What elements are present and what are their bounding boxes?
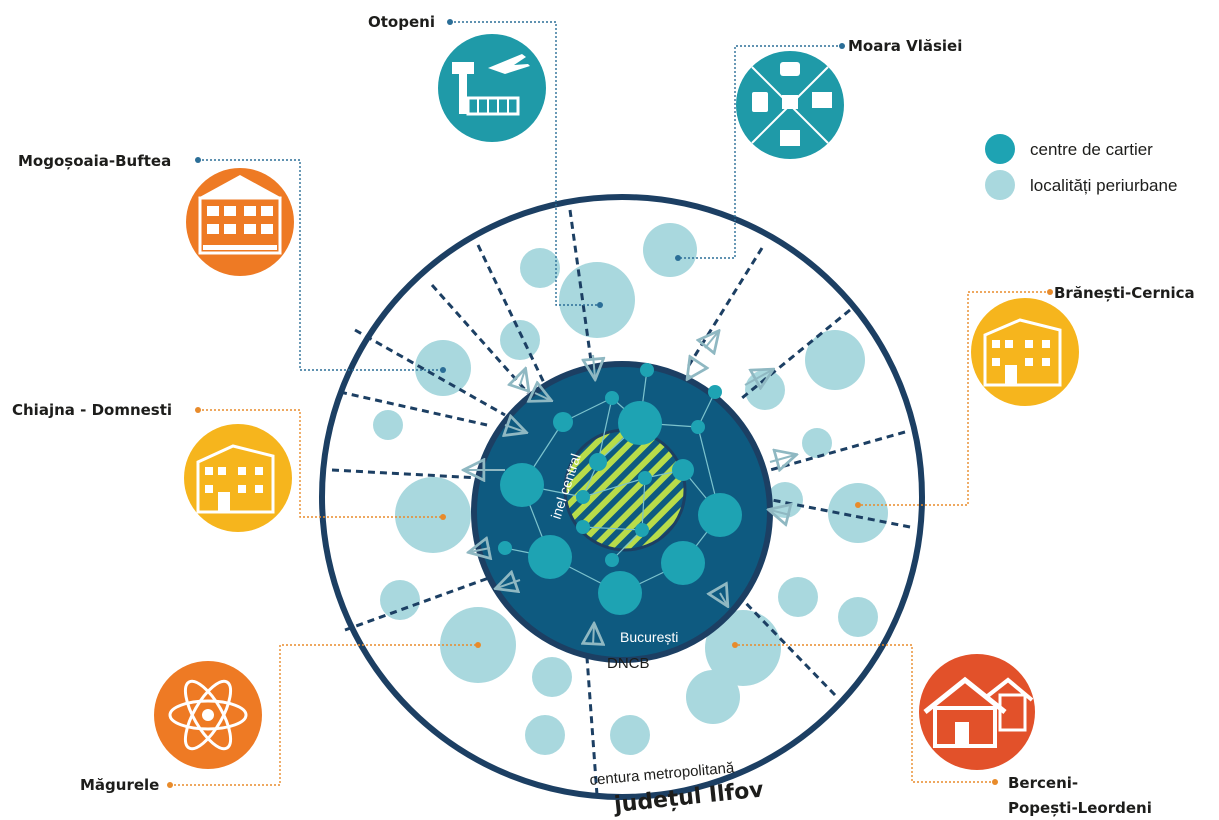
center-dot: [598, 571, 642, 615]
label-otopeni: Otopeni: [368, 13, 435, 31]
periurban-dot: [532, 657, 572, 697]
atom-icon: [154, 661, 262, 769]
connector-dot: [440, 367, 446, 373]
flow-arrows: [465, 332, 795, 645]
center-dot: [500, 463, 544, 507]
periurban-dot: [610, 715, 650, 755]
center-dot: [498, 541, 512, 555]
palace-building-icon: [186, 168, 294, 276]
periurban-dot: [520, 248, 560, 288]
legend: centre de cartier localități periurbane: [985, 134, 1177, 200]
center-dot: [618, 401, 662, 445]
center-dot: [635, 523, 649, 537]
connector-dot: [839, 43, 845, 49]
label-mogosoaia-buftea: Mogoșoaia-Buftea: [18, 152, 171, 170]
building-icon: [971, 298, 1079, 406]
periurban-dot: [778, 577, 818, 617]
center-dot: [576, 520, 590, 534]
periurban-dot: [805, 330, 865, 390]
connector-dot: [167, 782, 173, 788]
connector-dot: [732, 642, 738, 648]
periurban-dot: [525, 715, 565, 755]
connector-dot: [195, 407, 201, 413]
center-dot: [698, 493, 742, 537]
connector-dots: [167, 19, 1053, 788]
periurban-dot: [838, 597, 878, 637]
connector-dot: [440, 514, 446, 520]
connector-dot: [855, 502, 861, 508]
center-dot: [672, 459, 694, 481]
periurban-dot: [828, 483, 888, 543]
periurban-dot: [380, 580, 420, 620]
houses-icon: [919, 654, 1035, 770]
center-dot: [605, 391, 619, 405]
district-centers: [498, 363, 742, 615]
center-dot: [661, 541, 705, 585]
legend-centers-label: centre de cartier: [1030, 140, 1153, 159]
label-magurele: Măgurele: [80, 776, 159, 794]
connector-dot: [475, 642, 481, 648]
center-dot: [528, 535, 572, 579]
periurban-dot: [559, 262, 635, 338]
label-berceni-line1: Berceni-: [1008, 774, 1078, 792]
center-dot: [708, 385, 722, 399]
periurban-dot: [686, 670, 740, 724]
center-dot: [691, 420, 705, 434]
periurban-dot: [500, 320, 540, 360]
periurban-dot: [745, 370, 785, 410]
label-branesti-cernica: Brănești-Cernica: [1054, 284, 1195, 302]
connector-dot: [992, 779, 998, 785]
center-dot: [640, 363, 654, 377]
connector-dot: [675, 255, 681, 261]
center-dot: [576, 490, 590, 504]
connector-dot: [1047, 289, 1053, 295]
legend-periurban-swatch: [985, 170, 1015, 200]
building-icon: [184, 424, 292, 532]
logistics-transport-icon: [736, 51, 844, 159]
label-chiajna-domnesti: Chiajna - Domnesti: [12, 401, 172, 419]
airport-icon: [438, 34, 546, 142]
connector-dot: [447, 19, 453, 25]
center-dot: [638, 471, 652, 485]
label-berceni-line2: Popești-Leordeni: [1008, 799, 1152, 817]
center-dot: [553, 412, 573, 432]
periurban-dot: [373, 410, 403, 440]
connector-dot: [195, 157, 201, 163]
connector-dot: [597, 302, 603, 308]
periurban-dot: [705, 610, 781, 686]
dncb-label: DNCB: [607, 655, 650, 672]
label-moara-vlasiei: Moara Vlăsiei: [848, 37, 962, 55]
periurban-localities: [373, 223, 888, 755]
legend-periurban-label: localități periurbane: [1030, 176, 1177, 195]
periurban-dot: [802, 428, 832, 458]
periurban-dot: [395, 477, 471, 553]
connectors: [170, 21, 1050, 786]
bucharest-label: București: [620, 629, 678, 645]
center-dot: [589, 453, 607, 471]
periurban-dot: [643, 223, 697, 277]
center-dot: [605, 553, 619, 567]
legend-centers-swatch: [985, 134, 1015, 164]
